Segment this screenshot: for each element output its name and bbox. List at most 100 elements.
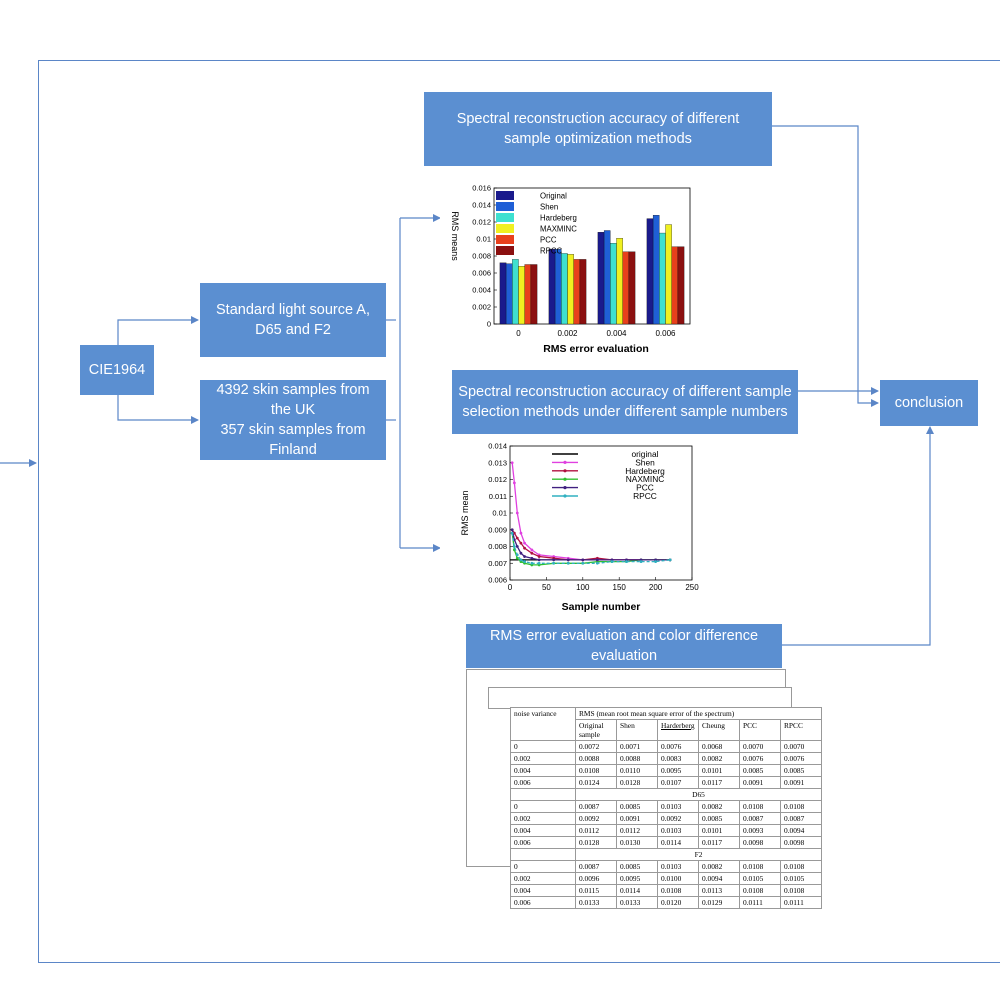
table-group-row: D65 xyxy=(510,788,822,801)
value-cell: 0.0105 xyxy=(739,872,781,885)
value-cell: 0.0085 xyxy=(780,764,822,777)
bar-y-tick-label: 0 xyxy=(487,320,491,329)
line-x-tick-label: 100 xyxy=(576,583,590,592)
line-x-axis-label: Sample number xyxy=(562,601,641,613)
point-pcc xyxy=(566,558,570,562)
point-rpcc xyxy=(519,558,523,562)
value-cell: 0.0085 xyxy=(616,800,658,813)
value-cell: 0.0108 xyxy=(575,764,617,777)
value-cell: 0.0128 xyxy=(616,776,658,789)
value-cell: 0.0111 xyxy=(780,896,822,909)
value-cell: 0.0103 xyxy=(657,800,699,813)
opt-to-conclusion xyxy=(772,125,879,407)
value-cell: 0.0091 xyxy=(780,776,822,789)
line-y-tick-label: 0.006 xyxy=(488,576,507,585)
bar-rpcc xyxy=(628,251,636,325)
noise-cell: 0.006 xyxy=(510,836,576,849)
bar-y-tick-label: 0.012 xyxy=(472,218,491,227)
legend-marker-rpcc xyxy=(563,494,567,498)
legend-label-hardeberg: Hardeberg xyxy=(625,466,665,476)
point-hardeberg xyxy=(523,546,526,550)
value-cell: 0.0114 xyxy=(616,884,658,897)
value-cell: 0.0085 xyxy=(616,860,658,873)
legend-marker-pcc xyxy=(563,486,567,490)
point-pcc xyxy=(581,558,585,562)
point-pcc xyxy=(510,528,514,532)
optimization-methods-node: Spectral reconstruction accuracy of diff… xyxy=(424,92,772,166)
bar-maxminc xyxy=(616,238,623,325)
line-x-tick-label: 0 xyxy=(508,583,513,592)
point-hardeberg xyxy=(519,541,523,545)
noise-cell: 0.004 xyxy=(510,824,576,837)
noise-cell: 0.002 xyxy=(510,752,576,765)
legend-swatch-shen xyxy=(496,202,514,211)
cie-to-light xyxy=(117,316,199,345)
value-cell: 0.0087 xyxy=(575,860,617,873)
value-cell: 0.0096 xyxy=(575,872,617,885)
bar-hardeberg xyxy=(561,253,568,325)
line-y-tick-label: 0.014 xyxy=(488,442,507,451)
value-cell: 0.0092 xyxy=(657,812,699,825)
value-cell: 0.0095 xyxy=(616,872,658,885)
bar-y-tick-label: 0.01 xyxy=(476,235,491,244)
subheader-cell: Shen xyxy=(616,719,658,741)
value-cell: 0.0083 xyxy=(657,752,699,765)
point-pcc xyxy=(595,558,599,562)
rms-to-conclusion xyxy=(782,426,934,646)
line-y-tick-label: 0.008 xyxy=(488,542,507,551)
value-cell: 0.0095 xyxy=(657,764,699,777)
value-cell: 0.0087 xyxy=(780,812,822,825)
bar-shen xyxy=(554,249,562,325)
value-cell: 0.0133 xyxy=(575,896,617,909)
line-x-tick-label: 50 xyxy=(542,583,551,592)
value-cell: 0.0070 xyxy=(780,740,822,753)
legend-label-pcc: PCC xyxy=(636,483,654,493)
point-rpcc xyxy=(530,561,534,565)
series-line-naxminc xyxy=(511,533,671,566)
rms-evaluation-node: RMS error evaluation and color differenc… xyxy=(466,624,782,668)
value-cell: 0.0072 xyxy=(575,740,617,753)
line-x-tick-label: 250 xyxy=(685,583,699,592)
point-shen xyxy=(523,541,526,545)
legend-label-shen: Shen xyxy=(540,203,558,212)
value-cell: 0.0108 xyxy=(780,860,822,873)
value-cell: 0.0101 xyxy=(698,824,740,837)
bar-rpcc xyxy=(677,246,685,325)
bar-x-axis-label: RMS error evaluation xyxy=(543,343,649,355)
line-x-tick-label: 150 xyxy=(613,583,627,592)
value-cell: 0.0103 xyxy=(657,860,699,873)
value-cell: 0.0111 xyxy=(739,896,781,909)
point-rpcc xyxy=(512,545,516,548)
rms-evaluation-label: RMS error evaluation and color differenc… xyxy=(489,628,759,664)
value-cell: 0.0108 xyxy=(780,800,822,813)
value-cell: 0.0082 xyxy=(698,860,740,873)
value-cell: 0.0082 xyxy=(698,800,740,813)
subheader-cell: Original sample xyxy=(575,719,617,741)
point-rpcc xyxy=(639,560,643,563)
legend-swatch-hardeberg xyxy=(496,213,514,222)
bar-hardeberg xyxy=(610,243,617,325)
bar-maxminc xyxy=(518,266,525,325)
value-cell: 0.0114 xyxy=(657,836,699,849)
value-cell: 0.0133 xyxy=(616,896,658,909)
bar-shen xyxy=(652,215,660,325)
optimization-methods-label: Spectral reconstruction accuracy of diff… xyxy=(456,111,740,147)
noise-cell: 0.006 xyxy=(510,776,576,789)
value-cell: 0.0085 xyxy=(698,812,740,825)
point-pcc xyxy=(552,558,556,562)
value-cell: 0.0117 xyxy=(698,776,740,789)
value-cell: 0.0107 xyxy=(657,776,699,789)
skin-samples-finland-label: 357 skin samples from Finland xyxy=(220,422,366,458)
conclusion-node: conclusion xyxy=(880,380,978,426)
bar-original xyxy=(597,232,605,325)
value-cell: 0.0129 xyxy=(698,896,740,909)
noise-cell: 0.002 xyxy=(510,872,576,885)
value-cell: 0.0071 xyxy=(616,740,658,753)
